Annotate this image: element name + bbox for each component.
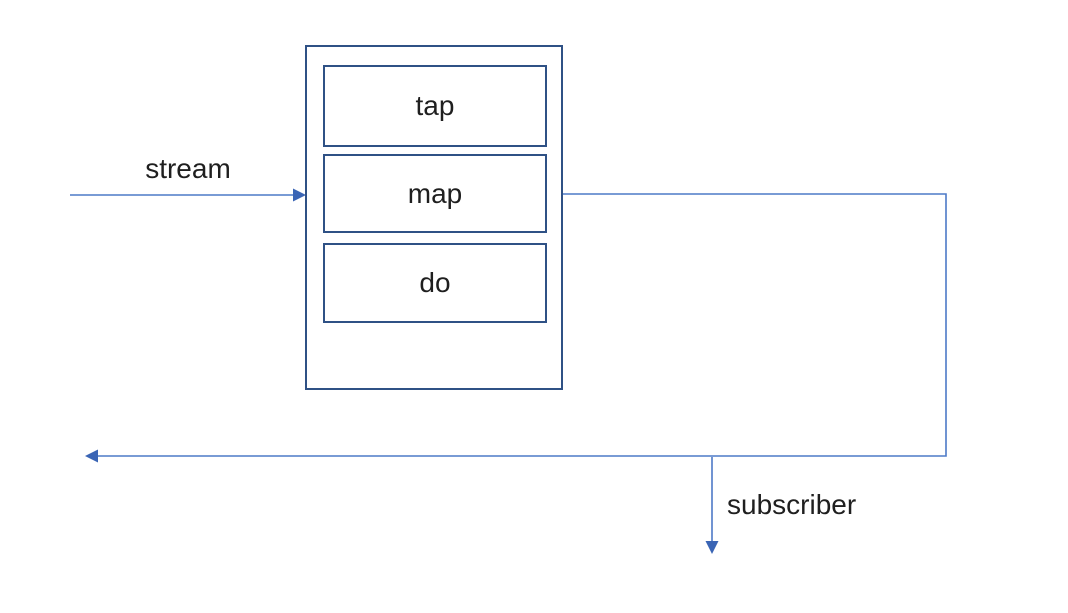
operator-box-do: do bbox=[323, 243, 547, 323]
subscriber-arrow bbox=[705, 457, 719, 554]
left-arrow-icon bbox=[85, 449, 98, 463]
operator-box-tap: tap bbox=[323, 65, 547, 147]
stream-label: stream bbox=[145, 153, 231, 184]
output-connector bbox=[85, 193, 947, 463]
subscriber-label: subscriber bbox=[727, 489, 857, 520]
down-arrow-icon bbox=[705, 541, 719, 554]
stream-arrow bbox=[70, 188, 306, 202]
operator-box-map: map bbox=[323, 154, 547, 233]
operator-label-do: do bbox=[419, 267, 451, 298]
right-arrow-icon bbox=[293, 188, 306, 202]
operator-label-map: map bbox=[407, 177, 463, 209]
operator-label-tap: tap bbox=[415, 90, 455, 121]
